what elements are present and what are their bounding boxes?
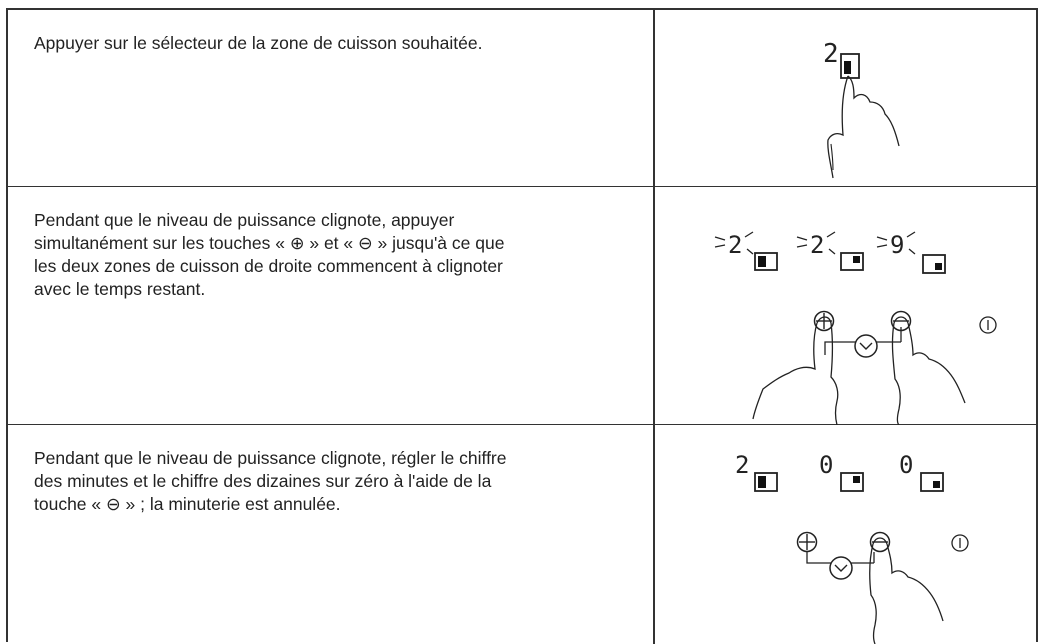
illustration-3: 2 0 0 — [655, 425, 1036, 644]
instruction-row-1: Appuyer sur le sélecteur de la zone de c… — [8, 10, 1036, 187]
finger-icon — [891, 322, 966, 425]
instruction-text-2: Pendant que le niveau de puissance clign… — [34, 210, 505, 299]
cooking-zone-icon — [754, 472, 778, 492]
cooking-zone-icon — [922, 254, 946, 274]
illustration-2: 2 2 — [655, 187, 1036, 425]
digit-display-3b: 0 — [819, 451, 833, 479]
instruction-table: Appuyer sur le sélecteur de la zone de c… — [6, 8, 1038, 644]
digit-display-3c: 0 — [899, 451, 913, 479]
digit-2: 2 — [823, 39, 839, 69]
cooking-zone-icon — [840, 472, 864, 492]
timer-key-icon — [829, 556, 853, 580]
blink-rays-icon — [714, 231, 754, 255]
cooking-zone-icon — [840, 252, 864, 271]
digit-display-2c: 9 — [890, 231, 904, 259]
plus-key-icon — [813, 310, 835, 332]
display-2: 0 — [819, 451, 864, 492]
finger-icon — [752, 322, 839, 425]
blinking-display-1: 2 — [714, 231, 778, 271]
power-key-icon — [979, 316, 997, 334]
digit-display-2a: 2 — [728, 231, 742, 259]
digit-display-3a: 2 — [735, 451, 749, 479]
cooking-zone-icon — [754, 252, 778, 271]
blink-rays-icon — [796, 231, 836, 255]
finger-icon — [827, 75, 900, 179]
digit-display-1: 2 — [823, 39, 839, 69]
timer-key-icon — [854, 334, 878, 358]
plus-key-icon — [796, 531, 818, 553]
cancel-timer-illustration: 2 0 0 — [735, 451, 969, 644]
instruction-row-2: Pendant que le niveau de puissance clign… — [8, 187, 1036, 425]
key-connector — [824, 341, 858, 355]
finger-icon — [869, 543, 944, 644]
minus-key-icon — [869, 531, 891, 553]
blink-rays-icon — [876, 231, 916, 255]
key-connector — [806, 552, 831, 564]
illustration-1: 2 — [655, 10, 1036, 187]
column-divider — [653, 10, 655, 644]
cooking-zone-icon — [840, 53, 860, 79]
minus-key-icon — [890, 310, 912, 332]
power-key-icon — [951, 534, 969, 552]
select-zone-illustration: 2 — [823, 39, 900, 179]
digit-display-2b: 2 — [810, 231, 824, 259]
cooking-zone-icon — [920, 472, 944, 492]
instruction-row-3: Pendant que le niveau de puissance clign… — [8, 425, 1036, 644]
blinking-display-2: 2 — [796, 231, 864, 271]
instruction-text-3: Pendant que le niveau de puissance clign… — [34, 448, 507, 514]
instruction-text-1: Appuyer sur le sélecteur de la zone de c… — [34, 33, 483, 53]
blinking-display-3: 9 — [876, 231, 946, 274]
display-3: 0 — [899, 451, 944, 492]
activate-timer-illustration: 2 2 — [714, 231, 997, 425]
display-1: 2 — [735, 451, 778, 492]
